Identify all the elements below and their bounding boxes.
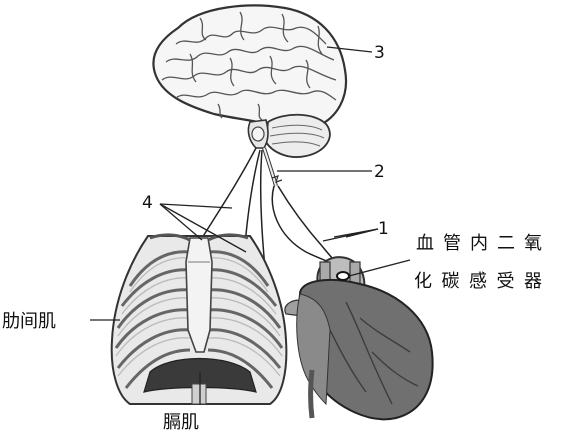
- label-diaphragm: 膈肌: [163, 412, 199, 433]
- heart: [285, 257, 433, 419]
- co2-receptor-marker: [337, 272, 349, 280]
- ribcage: [112, 235, 287, 404]
- label-intercostal-muscle: 肋间肌: [2, 311, 56, 332]
- label-receptor-line1: 血管内二氧: [416, 233, 542, 254]
- label-spinal-number: 2: [374, 162, 385, 182]
- label-receptor-line2: 化碳感受器: [414, 271, 542, 292]
- label-brain-number: 3: [374, 43, 385, 63]
- label-nerve-chest-number: 4: [142, 193, 153, 213]
- label-nerve-heart-number: 1: [378, 219, 389, 239]
